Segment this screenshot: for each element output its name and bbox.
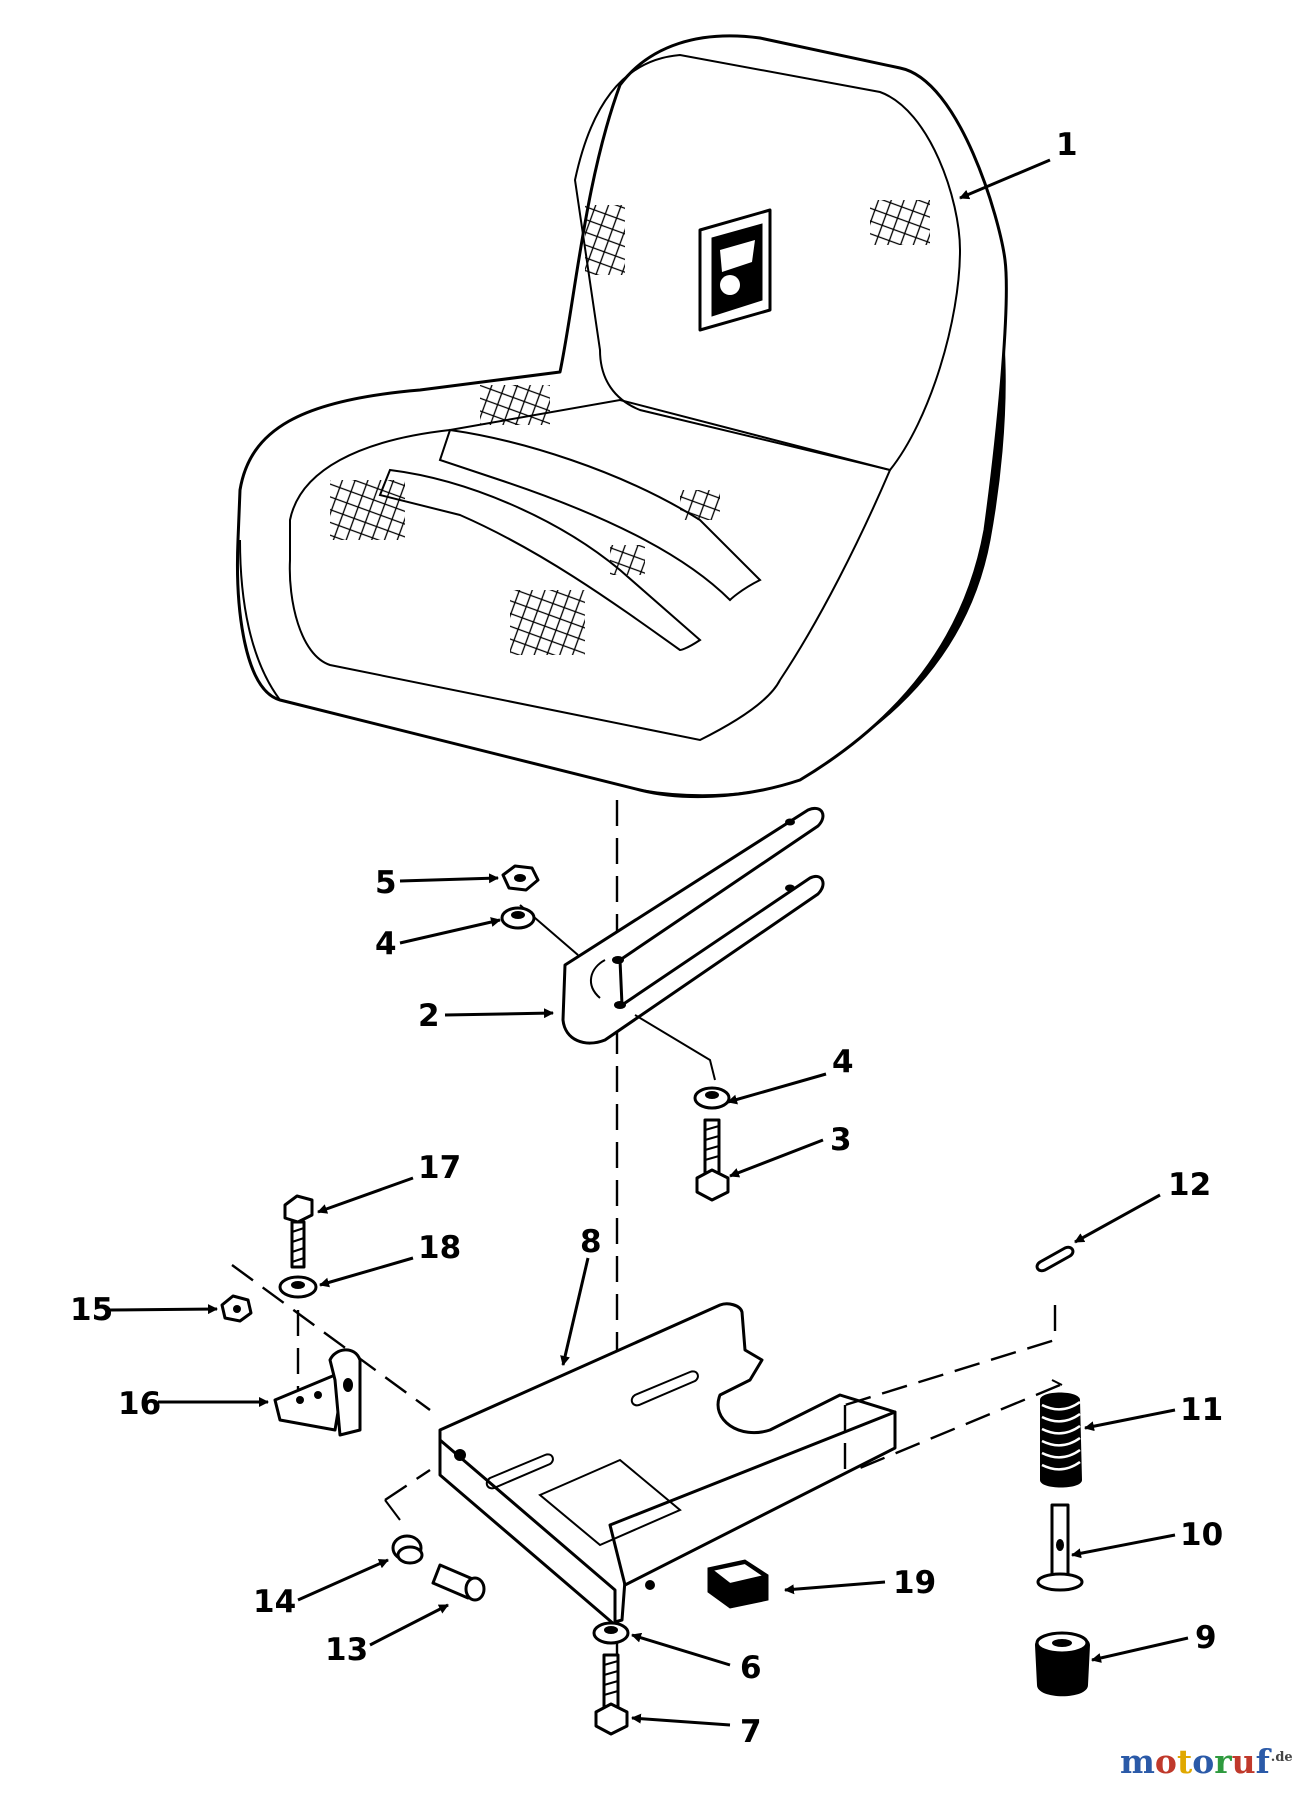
bolt-part-7 xyxy=(594,1653,629,1736)
washer-part-18 xyxy=(278,1275,318,1299)
callout-13: 13 xyxy=(325,1632,368,1668)
watermark-letter: r xyxy=(1214,1742,1232,1781)
flange-nut-part-15 xyxy=(220,1294,253,1323)
callout-18: 18 xyxy=(418,1230,461,1266)
cotter-pin-part-12 xyxy=(1035,1245,1075,1273)
callout-3: 3 xyxy=(830,1122,852,1158)
hex-nut-part-5 xyxy=(501,864,540,892)
washer-part-4-lower xyxy=(693,1086,731,1110)
watermark-letter: o xyxy=(1154,1742,1177,1781)
base-plate xyxy=(438,1302,897,1627)
callout-2: 2 xyxy=(418,998,440,1034)
callout-19: 19 xyxy=(893,1565,936,1601)
flange-bolt-part-17 xyxy=(283,1194,314,1269)
watermark-letter: o xyxy=(1192,1742,1215,1781)
callout-14: 14 xyxy=(253,1584,296,1620)
watermark-letter: t xyxy=(1176,1742,1193,1781)
callout-4b: 4 xyxy=(832,1044,854,1080)
callout-11: 11 xyxy=(1180,1392,1223,1428)
spacer-part-14 xyxy=(391,1534,424,1565)
callout-7: 7 xyxy=(740,1714,762,1750)
callout-16: 16 xyxy=(118,1386,161,1422)
callout-9: 9 xyxy=(1195,1620,1217,1656)
watermark-letter: m xyxy=(1120,1742,1155,1781)
watermark-letter: u xyxy=(1231,1742,1256,1781)
seat xyxy=(236,34,1008,799)
shoulder-bolt-part-13 xyxy=(431,1563,486,1602)
washer-part-4-upper xyxy=(500,906,536,930)
leader-arrows xyxy=(109,158,1189,1727)
bolt-part-3 xyxy=(695,1118,730,1202)
callout-17: 17 xyxy=(418,1150,461,1186)
callout-8: 8 xyxy=(580,1224,602,1260)
spring-part-11 xyxy=(1040,1379,1082,1488)
callout-6: 6 xyxy=(740,1650,762,1686)
callout-10: 10 xyxy=(1180,1517,1223,1553)
callout-1: 1 xyxy=(1056,127,1078,163)
callout-12: 12 xyxy=(1168,1167,1211,1203)
callout-5: 5 xyxy=(375,865,397,901)
rubber-bumper-part-19 xyxy=(707,1559,769,1609)
watermark-letter: f xyxy=(1255,1742,1270,1781)
washer-part-6 xyxy=(592,1621,630,1645)
watermark-logo: motoruf.de xyxy=(1120,1742,1293,1781)
hinge-bracket-part-16 xyxy=(273,1348,362,1437)
adjustment-knob-part-9 xyxy=(1035,1631,1090,1697)
clevis-pin-part-10 xyxy=(1036,1503,1084,1592)
mounting-bracket xyxy=(561,807,825,1045)
callout-4a: 4 xyxy=(375,926,397,962)
watermark-tld: .de xyxy=(1270,1750,1293,1765)
callout-15: 15 xyxy=(70,1292,113,1328)
